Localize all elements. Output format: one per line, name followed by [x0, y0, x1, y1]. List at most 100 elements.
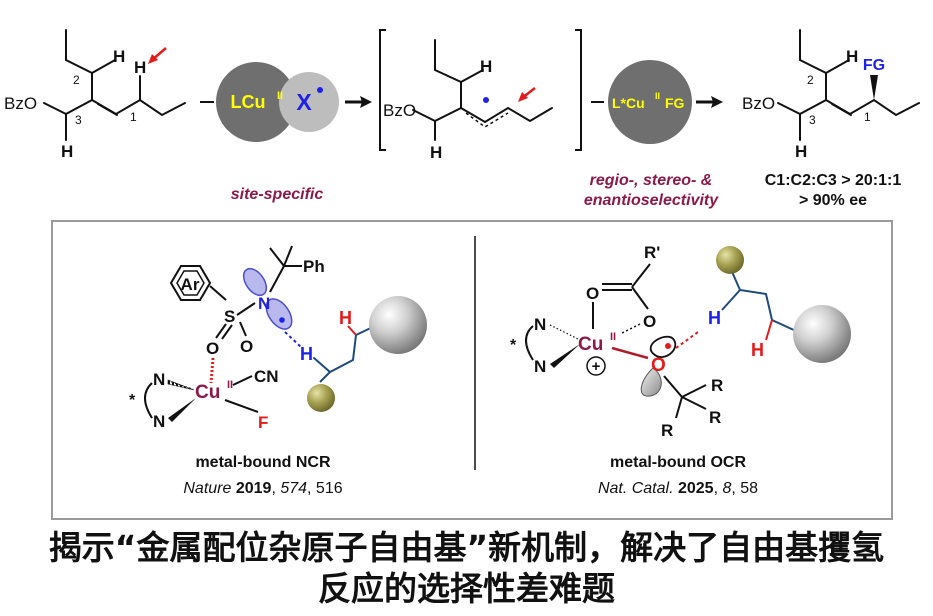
copper-label: Cu	[195, 382, 220, 403]
product-h-bottom: H	[795, 142, 807, 161]
r-prime-label: R'	[644, 243, 660, 262]
product-c3-number: 3	[809, 113, 816, 127]
h-blue-left: H	[300, 344, 313, 364]
n-orbital-lower	[265, 298, 293, 330]
nitrogen-radical-label: N	[258, 294, 270, 313]
chiral-star-right: *	[510, 337, 517, 354]
ligand-n-upper: N	[153, 370, 165, 389]
r-group-2: R	[709, 408, 721, 427]
bidentate-ligand-arc-right	[525, 325, 534, 361]
wedge-bond	[168, 398, 196, 422]
product-fg-label: FG	[863, 57, 885, 74]
h-red-right: H	[751, 340, 764, 360]
left-panel-reference: Nature 2019, 574, 516	[183, 480, 342, 497]
chiral-star: *	[129, 392, 136, 409]
ligand-n-upper-right: N	[534, 315, 546, 334]
ee-value: > 90% ee	[799, 192, 867, 209]
oxygen-right-label: O	[240, 337, 253, 356]
reactant-c3-number: 3	[75, 113, 82, 127]
regio-ratio: C1:C2:C3 > 20:1:1	[765, 172, 902, 189]
carboxylate-o-right: O	[643, 312, 656, 331]
intermediate-bzo-label: BzO	[383, 101, 416, 120]
o-orbital-upper	[649, 335, 677, 358]
right-panel-title: metal-bound OCR	[610, 454, 746, 471]
red-arrow-icon	[518, 87, 536, 102]
right-panel-reference: Nat. Catal. 2025, 8, 58	[598, 480, 758, 497]
reactant-h-c1: H	[134, 58, 146, 77]
gray-substituent-ball-right	[793, 305, 851, 363]
oxygen-radical-label: O	[651, 355, 666, 376]
plus-label: +	[592, 358, 601, 375]
reactant-c2-number: 2	[73, 73, 80, 87]
red-arrow-icon	[148, 47, 167, 64]
allyl-dashed-bond	[465, 112, 509, 128]
ar-label: Ar	[181, 275, 200, 294]
svg-text:II: II	[655, 91, 660, 101]
n-radical-dot	[279, 317, 285, 323]
lcu-oxidation: II	[277, 90, 283, 102]
site-specific-label: site-specific	[231, 186, 324, 203]
reactant-bzo-label: BzO	[4, 94, 37, 113]
positive-charge-icon	[586, 356, 606, 376]
svg-text:L*Cu: L*Cu	[612, 95, 645, 111]
intermediate-structure	[412, 39, 553, 141]
r-group-1: R	[711, 376, 723, 395]
copper-oxidation-right: II	[610, 331, 616, 343]
product-h-top: H	[846, 47, 858, 66]
reactant-c1-number: 1	[130, 110, 137, 124]
n-h-abstraction	[284, 331, 303, 349]
r-group-3: R	[661, 421, 673, 440]
right-bracket	[575, 29, 582, 151]
right-complex: O R' O Cu II + O R R R N N *	[510, 243, 851, 440]
ligand-n-lower-right: N	[534, 357, 546, 376]
reactant-h-bottom: H	[61, 142, 73, 161]
carboxylate-o-top: O	[586, 284, 599, 303]
allyl-radical-dot	[483, 97, 489, 103]
radical-dot	[317, 87, 323, 93]
left-complex: Ar S O O N Ph Cu II CN F N N *	[129, 245, 427, 432]
mechanism-panel	[51, 220, 893, 520]
bidentate-ligand-arc	[144, 382, 153, 419]
copper-label-right: Cu	[578, 334, 603, 355]
product-c2-number: 2	[807, 73, 814, 87]
gray-substituent-ball	[369, 296, 427, 354]
lcu-sphere	[216, 62, 296, 142]
lcu-label: LCu	[231, 92, 266, 112]
svg-text:FG: FG	[665, 95, 685, 111]
olive-substituent-ball	[307, 384, 335, 412]
wedge-bond	[870, 75, 878, 100]
reagent-sphere	[608, 60, 692, 144]
h-red-left: H	[339, 308, 352, 328]
wedge-bond	[550, 344, 580, 368]
cu-o-bond	[611, 346, 649, 360]
n-orbital-upper	[242, 267, 268, 297]
x-radical-sphere	[279, 72, 339, 132]
sulfur-label: S	[224, 307, 235, 326]
o-cu-interaction	[209, 357, 215, 384]
left-bracket	[379, 29, 386, 151]
reactant-structure	[43, 29, 186, 141]
x-label: X	[296, 89, 312, 115]
product-c1-number: 1	[864, 110, 871, 124]
o-h-abstraction	[675, 331, 699, 349]
reagent-label: L*Cu II FG	[612, 91, 685, 111]
intermediate-h-top: H	[480, 57, 492, 76]
copper-oxidation: II	[227, 379, 233, 391]
left-panel-title: metal-bound NCR	[195, 454, 331, 471]
selectivity-line1: regio-, stereo- &	[590, 172, 713, 189]
reaction-arrow-1	[345, 96, 372, 108]
caption-line-2: 反应的选择性差难题	[318, 569, 615, 608]
selectivity-line2: enantioselectivity	[584, 192, 719, 209]
oxygen-left-label: O	[206, 339, 219, 358]
caption-line-1: 揭示“金属配位杂原子自由基”新机制，解决了自由基攫氢	[48, 528, 885, 567]
fluoride-label: F	[258, 413, 268, 432]
intermediate-h-bottom: H	[430, 143, 442, 162]
phenyl-label: Ph	[303, 257, 325, 276]
cn-ligand-label: CN	[254, 367, 279, 386]
product-bzo-label: BzO	[742, 94, 775, 113]
h-blue-right: H	[708, 308, 721, 328]
o-orbital-lower	[640, 367, 662, 397]
reactant-h-top: H	[113, 47, 125, 66]
reaction-arrow-2	[696, 96, 723, 108]
